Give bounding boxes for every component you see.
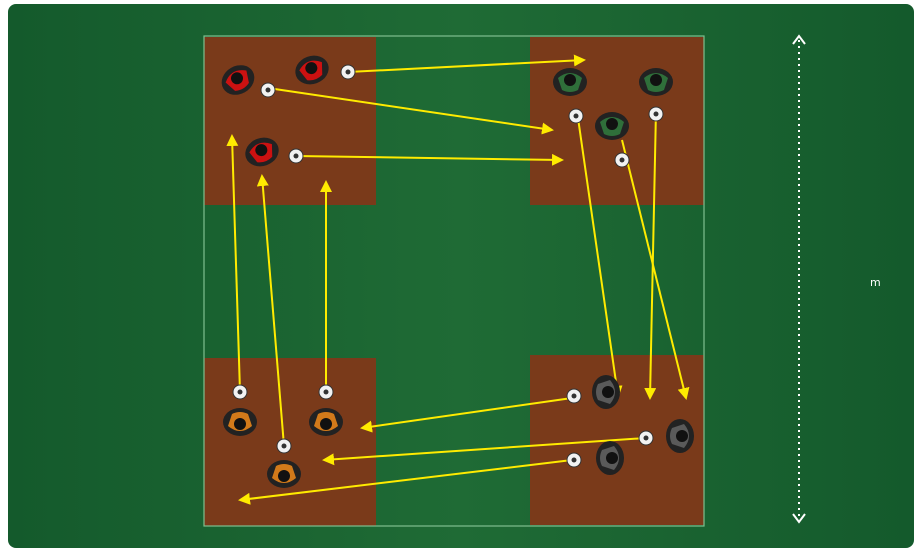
soccer-ball-icon	[567, 453, 581, 467]
soccer-ball-icon	[569, 109, 583, 123]
pitch-background	[8, 4, 914, 548]
soccer-ball-icon	[649, 107, 663, 121]
soccer-ball-icon	[289, 149, 303, 163]
player-icon	[666, 419, 694, 453]
player-icon	[309, 408, 343, 436]
player-icon	[223, 408, 257, 436]
dimension-label: m	[870, 276, 881, 289]
player-icon	[595, 112, 629, 140]
player-icon	[592, 375, 620, 409]
soccer-ball-icon	[341, 65, 355, 79]
soccer-ball-icon	[233, 385, 247, 399]
soccer-ball-icon	[319, 385, 333, 399]
soccer-ball-icon	[277, 439, 291, 453]
player-icon	[639, 68, 673, 96]
soccer-ball-icon	[567, 389, 581, 403]
soccer-ball-icon	[639, 431, 653, 445]
soccer-ball-icon	[261, 83, 275, 97]
player-icon	[553, 68, 587, 96]
player-icon	[267, 460, 301, 488]
player-icon	[596, 441, 624, 475]
soccer-ball-icon	[615, 153, 629, 167]
zone-top-left	[204, 37, 376, 205]
